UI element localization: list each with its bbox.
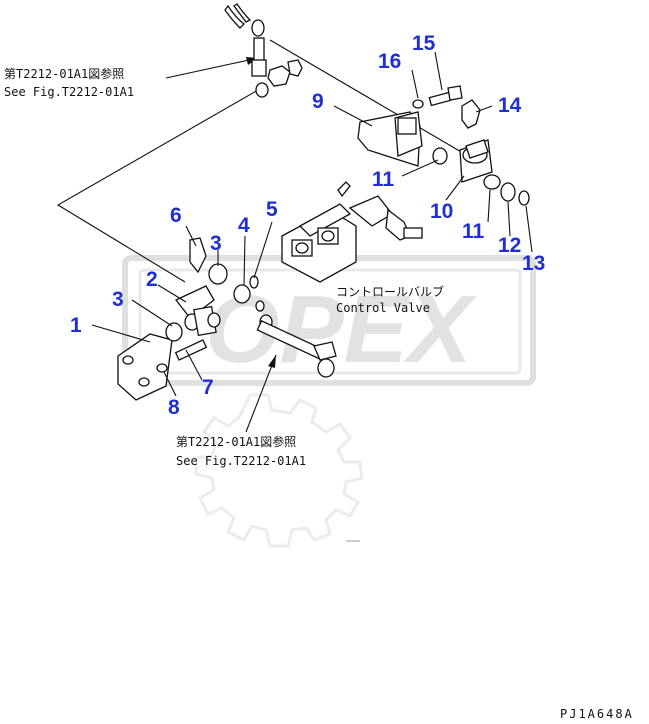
callout-13: 13 — [522, 252, 545, 275]
control-valve-en: Control Valve — [336, 301, 430, 315]
elbow-part-14 — [461, 99, 481, 129]
bottom-reference-en: See Fig.T2212-01A1 — [176, 454, 306, 468]
callout-11b: 11 — [462, 220, 485, 243]
lever-parts-2-8 — [156, 237, 273, 373]
callout-15: 15 — [412, 32, 436, 55]
callout-6: 6 — [170, 204, 182, 227]
drawing-code: PJ1A648A — [560, 707, 634, 721]
control-valve-label: コントロールバルブ Control Valve — [336, 284, 444, 315]
callout-5: 5 — [266, 198, 278, 221]
callout-11a: 11 — [372, 168, 395, 191]
top-hose-fittings — [224, 3, 303, 98]
callout-leaders — [91, 51, 533, 397]
control-valve — [281, 181, 423, 283]
pin-part-10 — [432, 139, 530, 206]
callout-8: 8 — [168, 396, 180, 419]
callout-2: 2 — [146, 268, 158, 291]
callout-12: 12 — [498, 234, 521, 257]
callout-10: 10 — [430, 200, 453, 223]
reference-notes: 第T2212-01A1図参照 See Fig.T2212-01A1 第T2212… — [4, 66, 306, 468]
callout-7: 7 — [202, 376, 214, 399]
lower-rod — [256, 319, 337, 378]
control-valve-jp: コントロールバルブ — [336, 284, 444, 299]
callout-9: 9 — [312, 90, 324, 113]
callouts: 1 2 3 3 4 5 6 7 8 9 10 11 11 12 13 14 15… — [70, 32, 545, 419]
callout-3b: 3 — [210, 232, 222, 255]
callout-4: 4 — [238, 214, 250, 237]
callout-1: 1 — [70, 314, 82, 337]
top-reference-jp: 第T2212-01A1図参照 — [4, 66, 124, 81]
bottom-reference-jp: 第T2212-01A1図参照 — [176, 434, 296, 449]
callout-3a: 3 — [112, 288, 124, 311]
bracket-part-9 — [357, 111, 423, 167]
bolt-part-15 — [412, 85, 463, 109]
top-reference-en: See Fig.T2212-01A1 — [4, 85, 134, 99]
callout-14: 14 — [498, 94, 522, 117]
lever-bracket-part-1 — [117, 333, 173, 401]
callout-16: 16 — [378, 50, 401, 73]
